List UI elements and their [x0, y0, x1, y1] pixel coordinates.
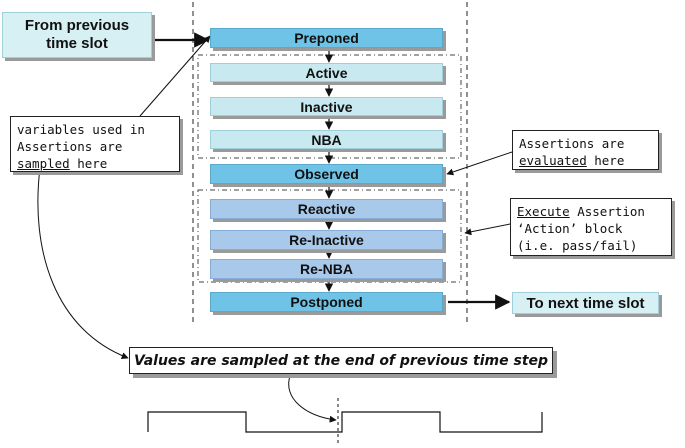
note-execute-line3: (i.e. pass/fail): [517, 238, 638, 253]
region-nba-label: NBA: [311, 131, 342, 148]
to-next-slot-box: To next time slot: [512, 292, 659, 314]
active-set-group: [197, 54, 462, 159]
to-next-slot-label: To next time slot: [526, 294, 645, 312]
region-re-inactive: Re-Inactive: [210, 230, 443, 250]
region-postponed: Postponed: [210, 292, 443, 312]
sampling-banner-text: Values are sampled at the end of previou…: [133, 352, 549, 369]
region-inactive: Inactive: [210, 97, 443, 116]
note-sampled-keyword: sampled: [17, 156, 70, 171]
note-execute-line2: ‘Action’ block: [517, 221, 623, 236]
note-sampled-tail: here: [69, 156, 108, 171]
note-evaluated-tail: here: [586, 153, 625, 168]
pointer-execute: [464, 223, 511, 236]
region-preponed-label: Preponed: [294, 30, 359, 46]
from-previous-slot-box: From previous time slot: [2, 12, 152, 58]
note-evaluated: Assertions are evaluated here: [512, 130, 659, 170]
region-re-nba: Re-NBA: [210, 259, 443, 279]
clock-waveform: [147, 411, 543, 433]
pointer-evaluated: [446, 151, 513, 176]
pointer-sampled-to-banner: [37, 167, 129, 360]
note-execute-line1: Execute Assertion: [517, 203, 665, 220]
region-preponed: Preponed: [210, 28, 443, 48]
region-active-label: Active: [305, 64, 348, 81]
note-sampled-line1: variables used in: [17, 122, 145, 137]
note-sampled: variables used in Assertions are sampled…: [10, 116, 180, 172]
region-re-nba-label: Re-NBA: [300, 261, 353, 277]
note-sampled-line3: sampled here: [17, 155, 173, 172]
note-execute-tail: Assertion: [569, 204, 645, 219]
region-observed-label: Observed: [294, 166, 359, 182]
note-sampled-line2: Assertions are: [17, 139, 123, 154]
region-reactive-label: Reactive: [297, 201, 356, 217]
region-observed: Observed: [210, 164, 443, 184]
region-active: Active: [210, 63, 443, 82]
region-inactive-label: Inactive: [300, 98, 353, 115]
note-evaluated-line1: Assertions are: [519, 136, 625, 151]
note-execute-keyword: Execute: [517, 204, 570, 219]
reactive-set-group: [197, 189, 462, 283]
region-nba: NBA: [210, 130, 443, 149]
pointer-banner-to-edge: [288, 375, 337, 423]
pointer-sampled: [139, 35, 211, 117]
region-reactive: Reactive: [210, 199, 443, 219]
from-previous-slot-label: From previous time slot: [24, 17, 130, 52]
region-postponed-label: Postponed: [290, 294, 363, 310]
note-execute: Execute Assertion ‘Action’ block (i.e. p…: [510, 198, 672, 256]
note-evaluated-keyword: evaluated: [519, 153, 587, 168]
sampling-banner: Values are sampled at the end of previou…: [129, 347, 553, 374]
region-re-inactive-label: Re-Inactive: [289, 232, 364, 248]
note-evaluated-line2: evaluated here: [519, 152, 652, 169]
